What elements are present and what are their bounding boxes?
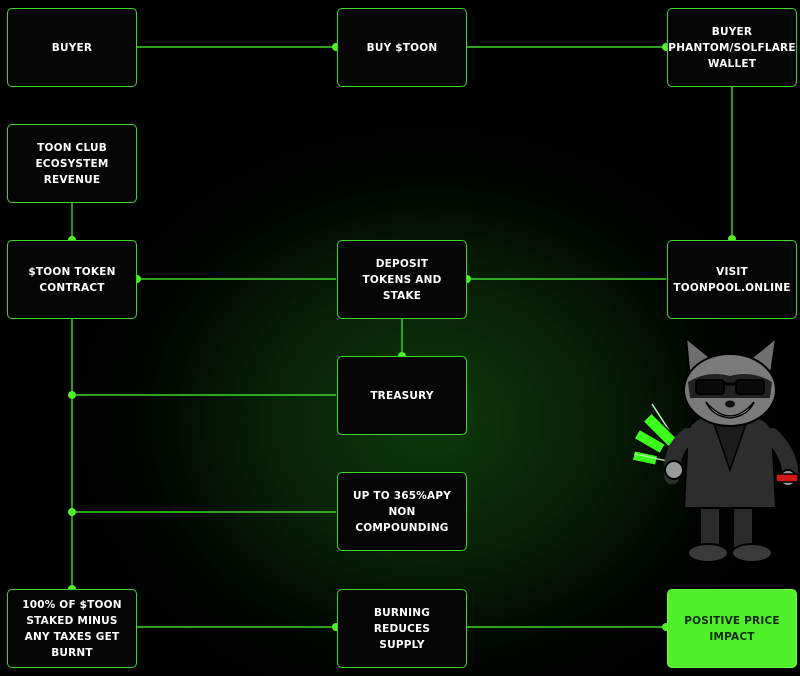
node-token-contract: $TOON TOKEN CONTRACT	[7, 240, 137, 319]
node-treasury: TREASURY	[337, 356, 467, 435]
node-apy: UP TO 365%APY NON COMPOUNDING	[337, 472, 467, 551]
green-candles-icon	[631, 403, 679, 467]
connector-dot	[68, 391, 76, 399]
node-ecosystem-revenue: TOON CLUB ECOSYSTEM REVENUE	[7, 124, 137, 203]
node-deposit-stake: DEPOSIT TOKENS AND STAKE	[337, 240, 467, 319]
node-wallet: BUYER PHANTOM/SOLFLARE WALLET	[667, 8, 797, 87]
node-price-impact: POSITIVE PRICE IMPACT	[667, 589, 797, 668]
node-buyer: BUYER	[7, 8, 137, 87]
connector-dot	[68, 508, 76, 516]
node-burnt: 100% OF $TOON STAKED MINUS ANY TAXES GET…	[7, 589, 137, 668]
raccoon-mascot-icon	[631, 335, 799, 563]
node-buy-toon: BUY $TOON	[337, 8, 467, 87]
node-visit-toonpool: VISIT TOONPOOL.ONLINE	[667, 240, 797, 319]
node-burning: BURNING REDUCES SUPPLY	[337, 589, 467, 668]
